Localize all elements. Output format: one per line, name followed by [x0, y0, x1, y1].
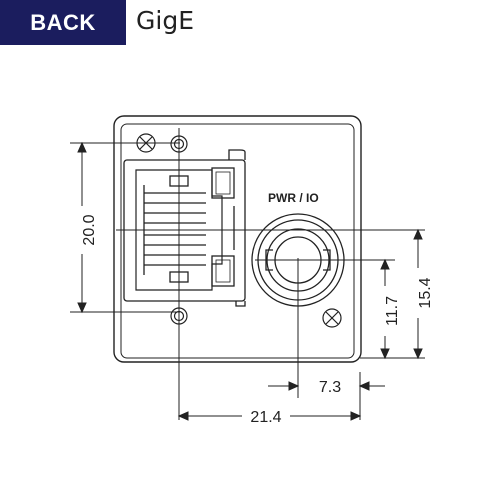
dimension-connector-height-a: [380, 258, 390, 360]
dimension-connector-height-b-value: 15.4: [417, 277, 434, 308]
connector-label: PWR / IO: [268, 191, 319, 205]
dimension-connector-height-a-value: 11.7: [384, 296, 401, 326]
screw-bottom-right: [322, 308, 342, 328]
dimension-connector-offset-value: 7.3: [319, 379, 341, 396]
dimension-connector-height-b: [413, 228, 423, 360]
dimension-width: [177, 411, 362, 421]
dimension-connector-offset: [268, 381, 385, 391]
dimension-width-value: 21.4: [250, 409, 281, 426]
page-title: GigE: [136, 6, 194, 35]
center-lines: [70, 128, 425, 420]
dimension-height-value: 20.0: [81, 214, 98, 245]
camera-body: [113, 115, 362, 363]
ethernet-port: [123, 149, 246, 307]
back-button[interactable]: BACK: [0, 0, 126, 45]
dimension-height: [77, 141, 87, 314]
